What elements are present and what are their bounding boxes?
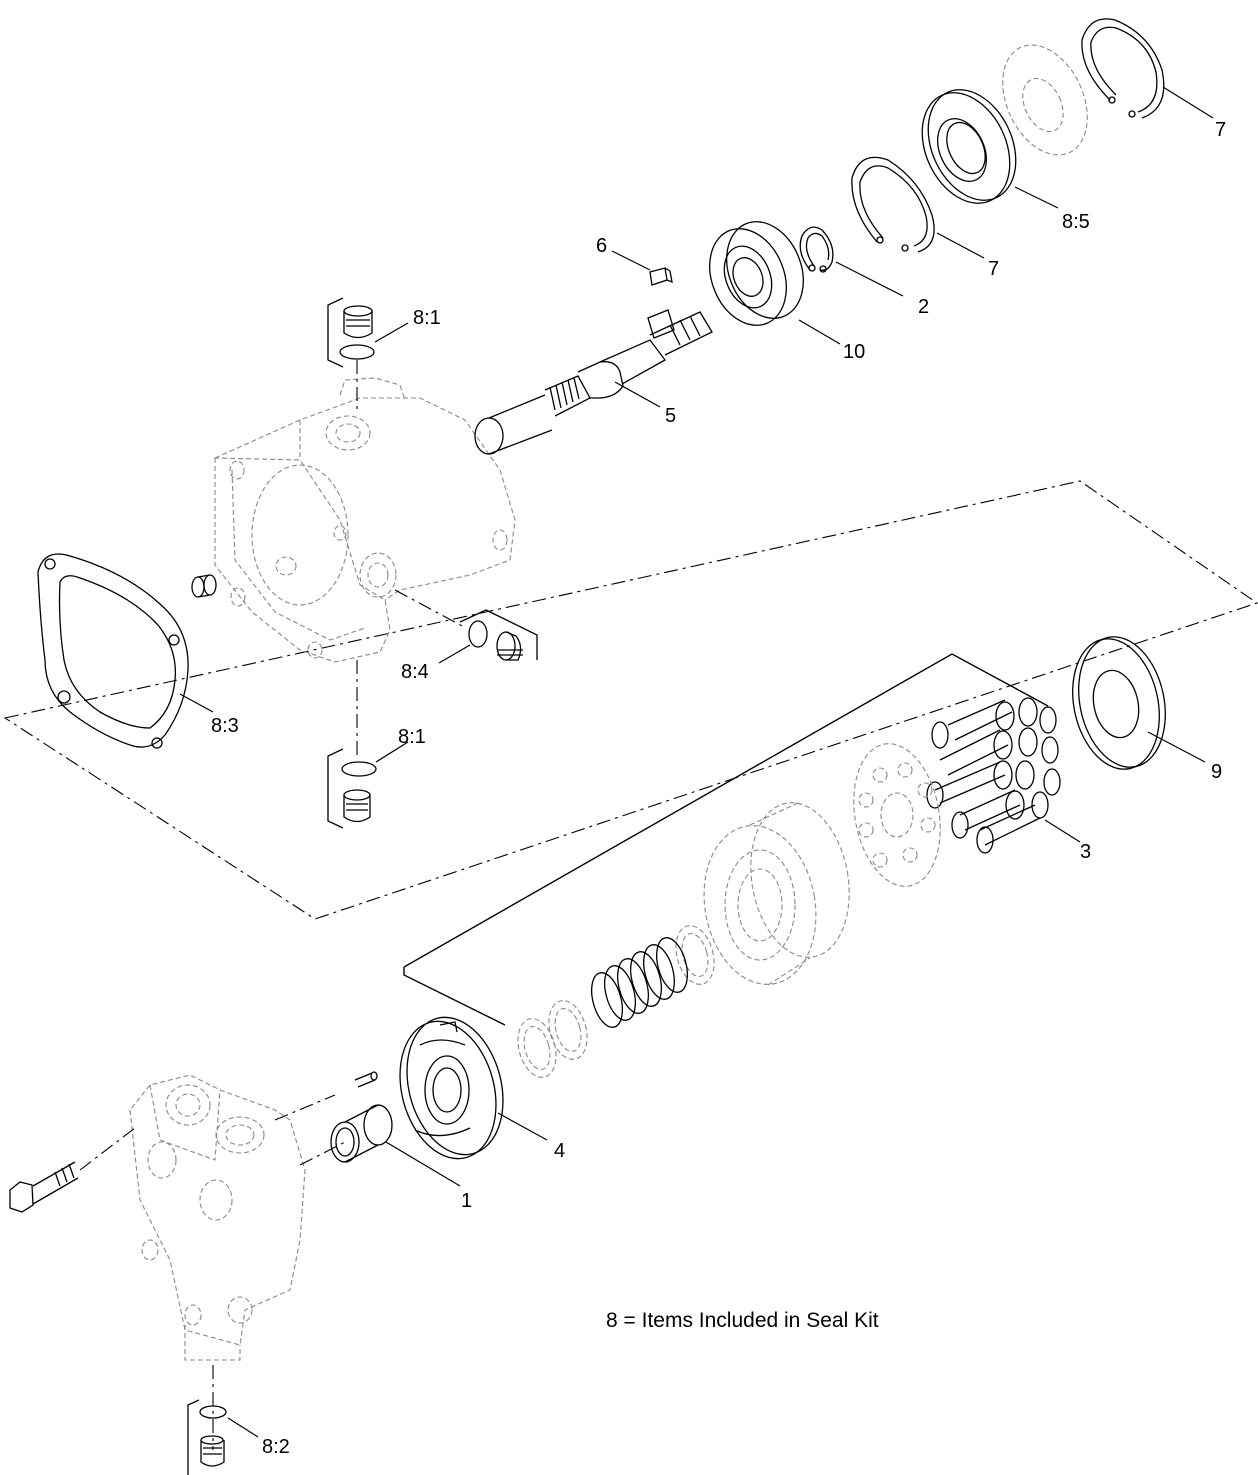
callout-5: 5 — [665, 405, 676, 427]
upper-oring — [339, 344, 375, 360]
retainer-plate — [853, 743, 941, 887]
bolt — [9, 1127, 136, 1213]
callout-7-top: 7 — [1215, 119, 1226, 141]
retaining-ring-upper — [1081, 18, 1165, 119]
housing — [214, 377, 516, 663]
pistons — [926, 697, 1061, 854]
callout-4: 4 — [554, 1140, 565, 1162]
callout-8-1-lower: 8:1 — [398, 726, 426, 748]
callout-7-mid: 7 — [988, 258, 999, 280]
callout-8-2: 8:2 — [262, 1436, 290, 1458]
retaining-ring-lower — [851, 156, 935, 253]
thrust-washer — [1072, 636, 1166, 770]
callout-10: 10 — [843, 341, 865, 363]
lower-fitting — [327, 660, 377, 829]
bottom-fitting — [187, 1399, 227, 1475]
callout-3: 3 — [1080, 841, 1091, 863]
spring-assembly — [517, 925, 715, 1078]
housing-bushing — [191, 574, 217, 598]
group-boundary-dashed — [3, 480, 1258, 920]
callout-6: 6 — [596, 235, 607, 257]
side-fitting — [394, 589, 538, 661]
shaft-key — [649, 267, 673, 286]
rotating-group-bracket — [403, 653, 1049, 968]
cylinder-block — [703, 801, 850, 986]
rotating-group-bracket-lower — [403, 967, 506, 1026]
leader-lines — [179, 86, 1214, 1438]
callout-2: 2 — [918, 296, 929, 318]
callout-9: 9 — [1211, 761, 1222, 783]
needle-bearing — [330, 1104, 393, 1163]
callout-8-3: 8:3 — [211, 715, 239, 737]
port-plate — [399, 1016, 504, 1160]
bearing — [709, 221, 804, 326]
end-cap — [129, 1074, 346, 1450]
callout-8-4: 8:4 — [401, 661, 429, 683]
gasket — [37, 553, 189, 749]
callout-8-1-upper: 8:1 — [413, 307, 441, 329]
upper-fitting — [327, 297, 375, 410]
callout-8-5: 8:5 — [1062, 211, 1090, 233]
callout-1: 1 — [461, 1190, 472, 1212]
seal-kit-note: 8 = Items Included in Seal Kit — [606, 1309, 879, 1332]
drive-shaft — [474, 309, 713, 455]
ghost-washer — [1002, 44, 1088, 156]
shaft-seal — [921, 89, 1017, 204]
snap-ring — [799, 226, 834, 273]
dowel-pin — [354, 1071, 378, 1088]
